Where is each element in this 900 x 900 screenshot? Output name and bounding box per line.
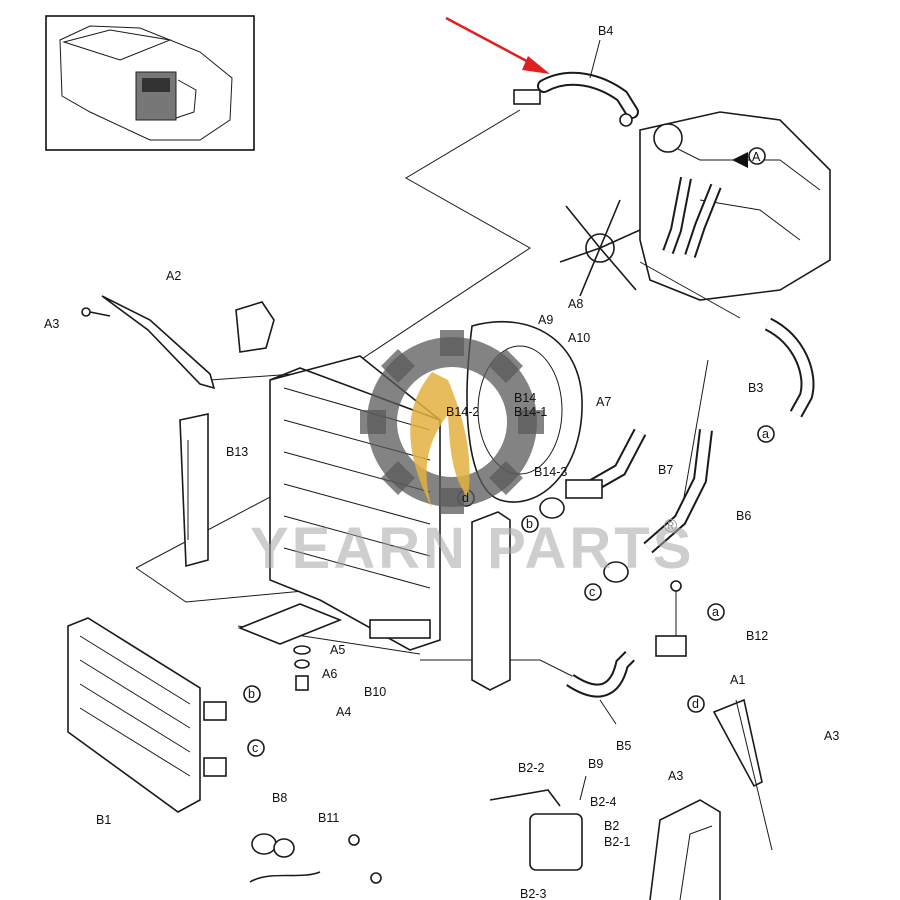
label-a1: A1 <box>730 673 745 687</box>
connector-marker-a-low <box>707 603 725 621</box>
upper-hose-b4 <box>513 39 639 127</box>
frame-lower-right <box>649 799 721 900</box>
label-a8: A8 <box>568 297 583 311</box>
label-b14-2: B14-2 <box>446 405 479 419</box>
hose-b5 <box>566 651 635 725</box>
connector-a-lower: a <box>712 605 719 619</box>
label-b2: B2 <box>604 819 619 833</box>
engine-block <box>639 111 831 301</box>
connector-a: a <box>762 427 769 441</box>
connector-c: c <box>589 585 595 599</box>
hose-b3 <box>764 317 815 418</box>
inset-overview <box>45 15 255 151</box>
connector-letters: A a b c a d b c d <box>248 150 769 755</box>
label-b11: B11 <box>318 811 339 825</box>
connector-marker-b-low <box>243 685 261 703</box>
connector-b-lower: b <box>248 687 255 701</box>
label-b14-1: B14-1 <box>514 405 547 419</box>
bracket-top <box>235 301 275 353</box>
label-a3-right: A3 <box>824 729 839 743</box>
radiator-core-b1 <box>67 617 227 813</box>
label-b9: B9 <box>588 757 603 771</box>
connector-marker-b-mid <box>521 515 539 533</box>
label-a10: A10 <box>568 331 590 345</box>
flame-logo-icon <box>410 372 470 508</box>
label-b13: B13 <box>226 445 248 459</box>
label-a7: A7 <box>596 395 611 409</box>
callout-labels: B4 A3 A2 A8 A9 A10 A7 B14 B14-1 B14-2 B1… <box>44 24 839 900</box>
stay-a1 <box>712 698 773 851</box>
label-b14: B14 <box>514 391 536 405</box>
label-a2: A2 <box>166 269 181 283</box>
watermark: YEARN PARTS ® <box>250 330 694 581</box>
label-b7: B7 <box>658 463 673 477</box>
connector-c-lower: c <box>252 741 258 755</box>
connector-d: d <box>462 491 469 505</box>
label-b6: B6 <box>736 509 751 523</box>
bolts-a4-a6 <box>237 603 343 691</box>
label-b14-3: B14-3 <box>534 465 567 479</box>
connector-marker-a-right <box>757 425 775 443</box>
label-b5: B5 <box>616 739 631 753</box>
connector-A: A <box>752 150 761 164</box>
label-b3: B3 <box>748 381 763 395</box>
label-b2-2: B2-2 <box>518 761 544 775</box>
side-panel <box>471 511 511 691</box>
connector-b: b <box>526 517 533 531</box>
label-b4: B4 <box>598 24 613 38</box>
label-b12: B12 <box>746 629 768 643</box>
label-a4: A4 <box>336 705 351 719</box>
reserve-tank-b2 <box>489 775 587 871</box>
bracket-b13 <box>179 413 209 568</box>
label-a3-top: A3 <box>44 317 59 331</box>
connector-marker-d-low <box>687 695 705 713</box>
connector-marker-c-mid <box>584 583 602 601</box>
hose-b8-b11 <box>249 833 382 884</box>
radiator-assembly <box>269 355 441 651</box>
label-b2-3: B2-3 <box>520 887 546 900</box>
label-a5: A5 <box>330 643 345 657</box>
registered-mark: ® <box>664 516 677 536</box>
connector-marker-A <box>748 147 766 165</box>
label-a9: A9 <box>538 313 553 327</box>
bracket-a2 <box>81 295 216 390</box>
highlight-arrow <box>445 16 550 74</box>
clamp-b12 <box>655 580 687 657</box>
connector-d-lower: d <box>692 697 699 711</box>
hose-b7 <box>539 428 647 519</box>
label-b2-1: B2-1 <box>604 835 630 849</box>
label-b10: B10 <box>364 685 386 699</box>
hose-b6 <box>603 429 713 583</box>
label-a3-lower: A3 <box>668 769 683 783</box>
watermark-text: YEARN PARTS <box>250 516 694 581</box>
connector-marker-c-low <box>247 739 265 757</box>
label-a6: A6 <box>322 667 337 681</box>
label-b1: B1 <box>96 813 111 827</box>
engine-hoses <box>662 152 748 258</box>
cooling-fan <box>559 199 641 297</box>
label-b8: B8 <box>272 791 287 805</box>
label-b2-4: B2-4 <box>590 795 616 809</box>
